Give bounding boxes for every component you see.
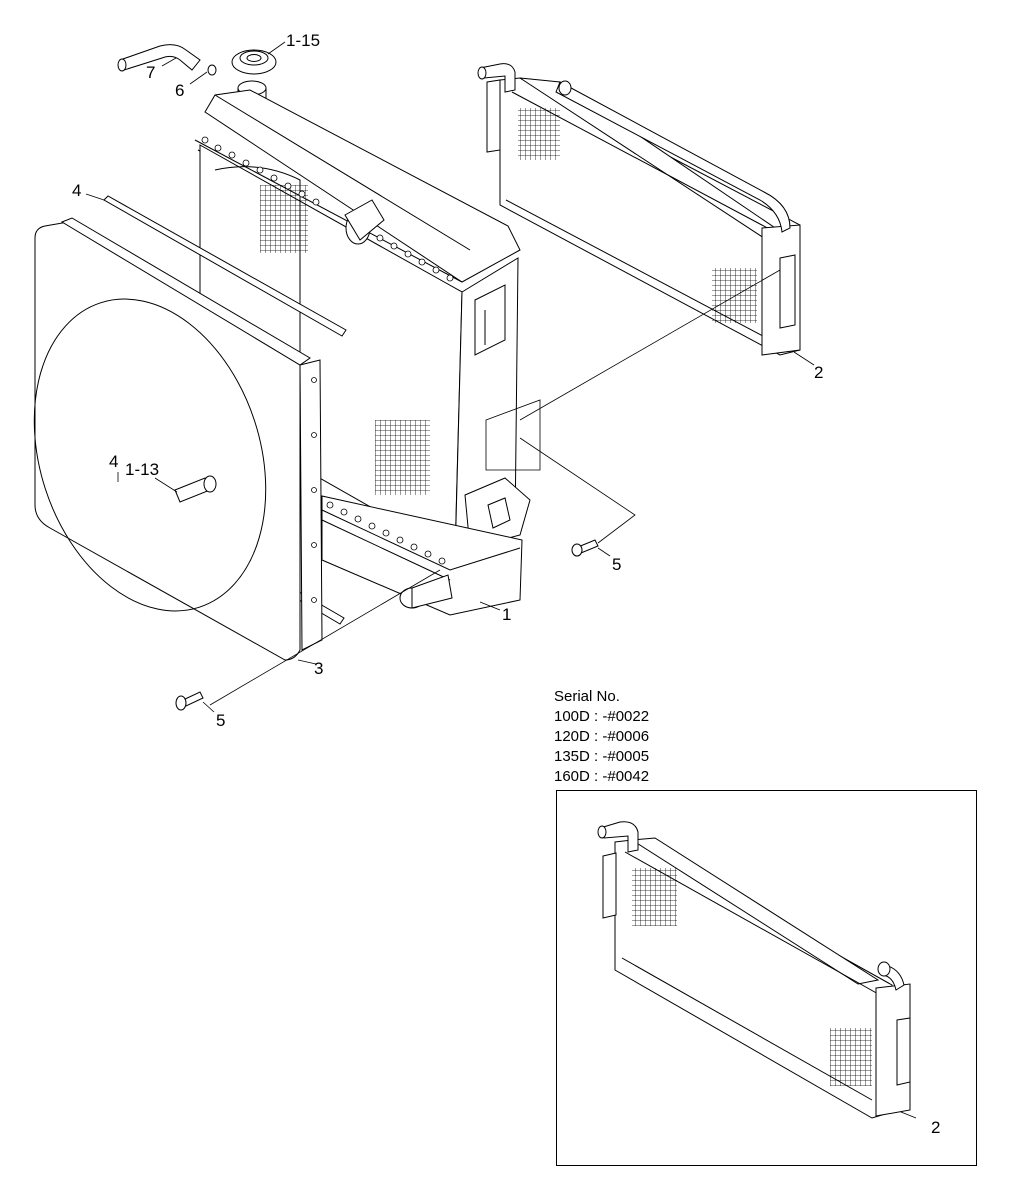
callout-oil-cooler: 2 (814, 363, 823, 382)
bolt-right-part (571, 539, 599, 557)
callout-seal-top: 4 (72, 181, 81, 200)
radiator-cap-part (231, 49, 277, 75)
callout-o-ring: 6 (175, 81, 184, 100)
callout-seal-lower: 4 (109, 452, 118, 471)
serial-line: 120D : -#0006 (554, 728, 650, 745)
callout-inset-oil-cooler: 2 (931, 1118, 940, 1137)
callout-cap: 1-15 (286, 31, 320, 50)
serial-line: 160D : -#0042 (554, 768, 650, 785)
serial-number-info: Serial No. 100D : -#0022 120D : -#0006 1… (554, 687, 649, 787)
upper-seal-strip (103, 195, 347, 337)
callout-radiator: 1 (502, 605, 511, 624)
o-ring-part (207, 64, 217, 76)
callout-bolt-left: 5 (216, 711, 225, 730)
oil-cooler-part (477, 63, 801, 356)
serial-line: 100D : -#0022 (554, 708, 650, 725)
serial-heading: Serial No. (554, 688, 620, 705)
serial-variant-inset-frame (556, 790, 977, 1166)
callout-drain-cock: 1-13 (125, 460, 159, 479)
flange-bolts (201, 136, 454, 565)
shroud-part (33, 217, 323, 661)
callout-bolt-right: 5 (612, 555, 621, 574)
inset-oil-cooler-part (597, 821, 911, 1119)
callout-shroud: 3 (314, 659, 323, 678)
radiator-part (194, 89, 531, 616)
hose-part (117, 44, 201, 72)
bolt-left-part (175, 691, 204, 711)
callout-hose: 7 (146, 63, 155, 82)
serial-line: 135D : -#0005 (554, 748, 650, 765)
